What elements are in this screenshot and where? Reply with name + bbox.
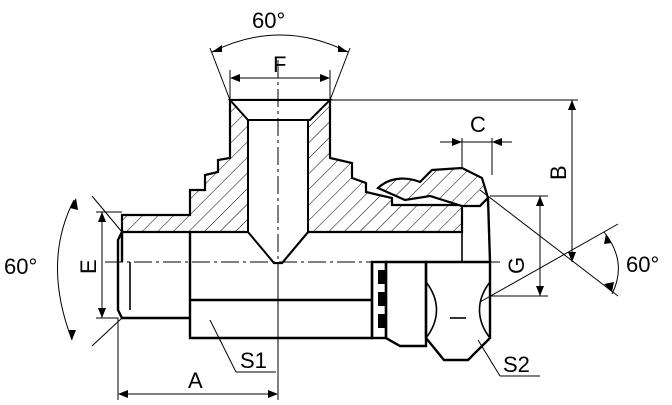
top-angle-arc: [211, 34, 349, 53]
left-male-thread: [116, 231, 190, 320]
s2-leader: [477, 339, 501, 377]
left-angle-arc: [57, 199, 75, 341]
dim-e-label: E: [76, 259, 101, 274]
part-s1-label: S1: [240, 348, 267, 373]
dim-g-label: G: [504, 257, 529, 274]
arrow: [68, 330, 76, 340]
branch-cone-seat: [227, 99, 333, 121]
nut-right-edge: [486, 197, 492, 263]
arrow: [536, 196, 544, 206]
arrow: [536, 286, 544, 296]
arrow: [320, 74, 330, 82]
groove-mark-2: [378, 292, 386, 306]
arrow: [212, 45, 222, 52]
groove-mark-1: [378, 270, 386, 284]
s1-leader: [209, 319, 237, 373]
dim-f-label: F: [273, 52, 286, 77]
dim-a-label: A: [188, 368, 203, 393]
cone-ext-left: [209, 47, 231, 101]
arrow: [98, 212, 106, 222]
arrow: [568, 100, 576, 110]
dim-b-label: B: [546, 165, 571, 180]
nut-neck: [384, 260, 428, 348]
right-cone-ext-2: [479, 223, 619, 303]
hex-curve-left: [425, 281, 438, 339]
arrow: [98, 308, 106, 318]
arrow: [452, 138, 462, 146]
right-cone-ext-1: [479, 189, 619, 297]
hex-curve-right: [478, 281, 491, 339]
angle-right-label: 60°: [626, 252, 659, 277]
arrow: [604, 234, 612, 244]
angle-top-label: 60°: [252, 8, 285, 33]
cone-ext-right: [329, 47, 351, 101]
part-s2-label: S2: [503, 352, 530, 377]
swivel-hex-nut: [424, 260, 492, 362]
arrow: [70, 198, 78, 210]
groove-mark-3: [378, 314, 386, 328]
arrow: [118, 390, 128, 398]
swivel-nut-section: [376, 166, 490, 208]
arrow: [268, 390, 278, 398]
arrow: [568, 252, 576, 262]
left-cone-ext-1: [91, 195, 123, 233]
left-cone-ext-2: [91, 317, 123, 347]
arrow: [338, 45, 348, 52]
angle-left-label: 60°: [4, 254, 37, 279]
dim-c-label: C: [470, 112, 486, 137]
arrow: [230, 74, 240, 82]
arrow: [604, 282, 614, 292]
arrow: [492, 138, 502, 146]
